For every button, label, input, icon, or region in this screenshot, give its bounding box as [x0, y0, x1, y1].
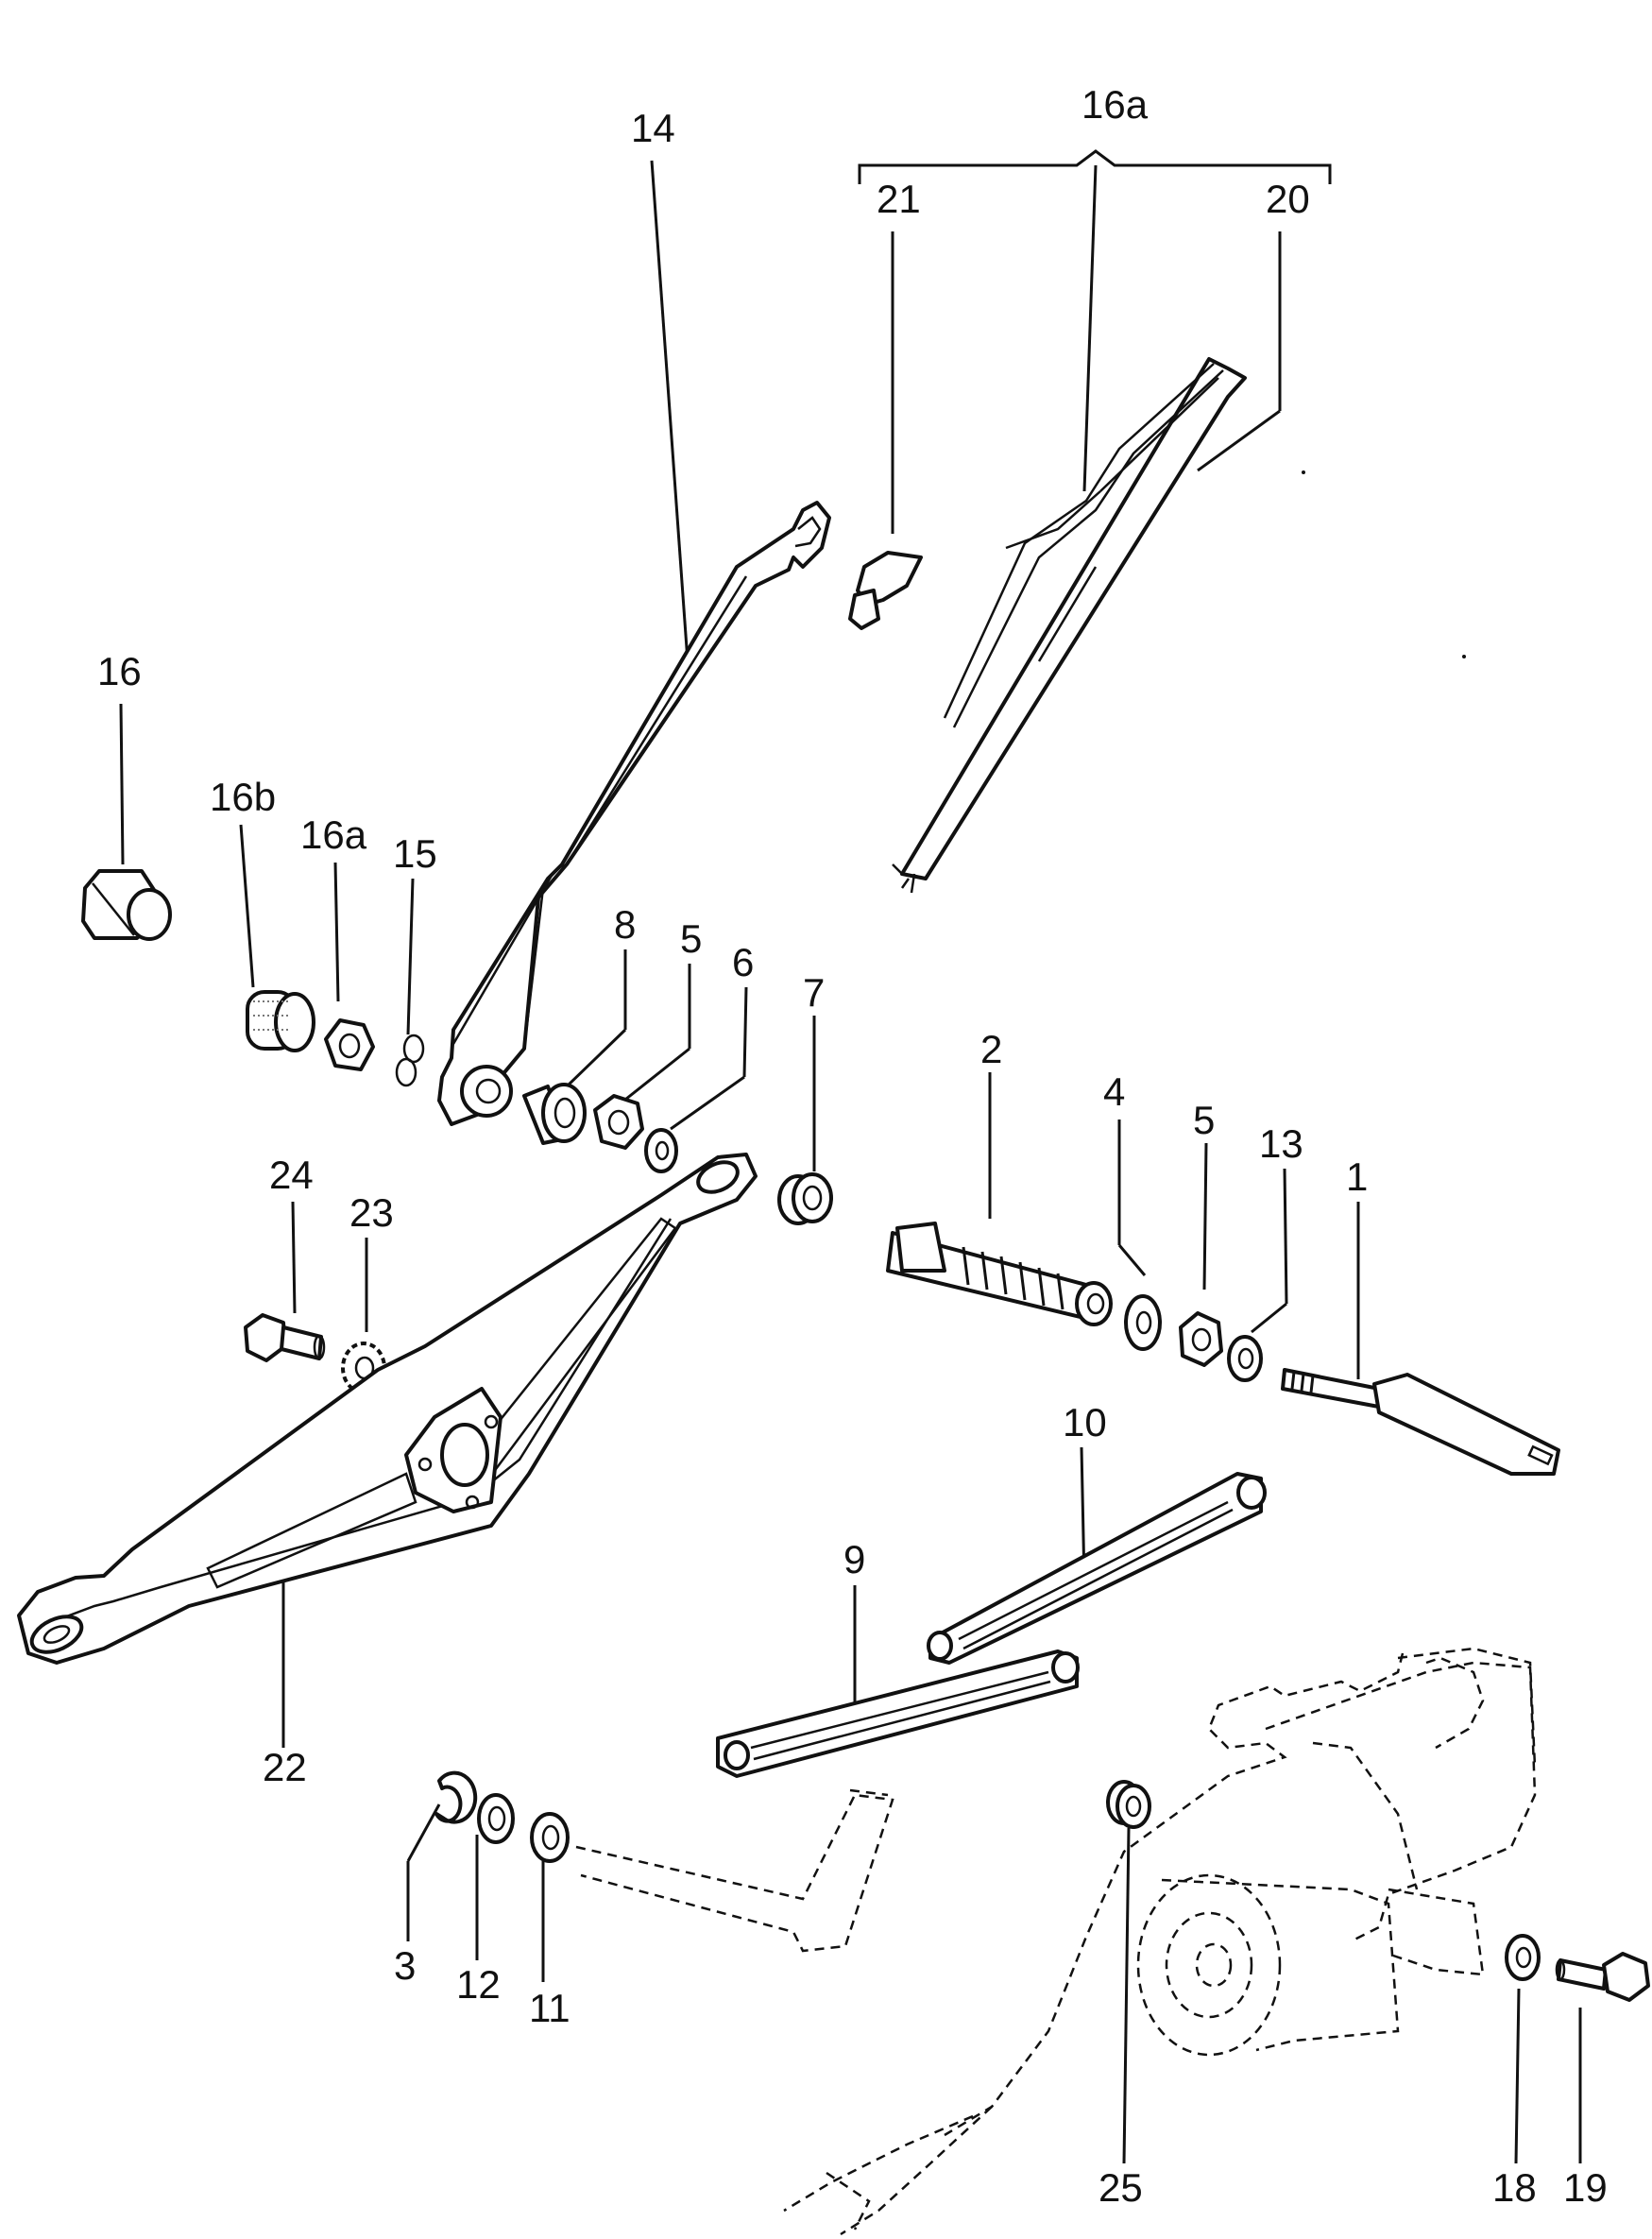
part-15-spring-washer — [395, 1034, 425, 1087]
callout-23: 25 — [1098, 2165, 1143, 2210]
callout-24: 18 — [1492, 2165, 1537, 2210]
part-6-washer — [644, 1128, 678, 1173]
callout-20: 22 — [263, 1745, 307, 1789]
part-8-bushing — [522, 1083, 587, 1145]
callout-16b: 16b — [210, 775, 276, 819]
callout-6: 6 — [732, 940, 754, 984]
callout-17: 16a — [1081, 82, 1149, 127]
scan-specks — [1302, 470, 1466, 658]
part-13-washer — [1227, 1335, 1263, 1382]
crank-shaft-dashed-outline — [575, 1788, 894, 1953]
callout-5-lower: 5 — [1193, 1098, 1215, 1142]
part-23-grommet — [1106, 1780, 1151, 1829]
part-7-grommet — [777, 1172, 833, 1225]
callout-7: 7 — [803, 970, 825, 1015]
part-9-link-rod — [716, 1649, 1080, 1778]
callout-labels: 16a 14 21 20 16 16b 16a 15 8 5 6 7 2 4 5… — [97, 82, 1608, 2210]
callout-4: 4 — [1103, 1069, 1125, 1114]
part-12-washer — [477, 1793, 515, 1844]
callout-14: 14 — [631, 106, 675, 150]
callout-12: 12 — [456, 1962, 501, 2007]
callout-16: 16 — [97, 649, 142, 693]
part-4-washer — [1124, 1294, 1162, 1351]
callout-11: 11 — [529, 1986, 571, 2030]
part-3-circlip — [434, 1770, 478, 1824]
part-11-washer — [530, 1812, 570, 1863]
callout-18: 20 — [1266, 177, 1310, 221]
part-5-nut-lower — [1179, 1311, 1223, 1367]
callout-1: 1 — [1346, 1154, 1368, 1199]
part-24-washer — [1505, 1934, 1541, 1981]
part-2-spindle-shaft — [886, 1222, 1113, 1326]
part-1-crank-lever — [1281, 1368, 1560, 1476]
callout-8: 8 — [614, 902, 636, 947]
part-17-18-wiper-blade — [892, 357, 1247, 894]
part-10-link-rod — [927, 1472, 1267, 1665]
callout-25: 19 — [1563, 2165, 1608, 2210]
part-16b-bushing — [246, 990, 315, 1052]
callout-3: 3 — [394, 1943, 416, 1988]
part-16a-nut — [324, 1018, 375, 1071]
part-22-bolt — [244, 1313, 326, 1362]
part-5-nut-upper — [593, 1094, 644, 1150]
part-16-cap-nut — [81, 869, 172, 941]
part-25-bolt — [1555, 1952, 1650, 2002]
callout-19: 21 — [877, 177, 921, 221]
callout-13: 13 — [1259, 1121, 1303, 1166]
callout-21: 23 — [349, 1190, 394, 1235]
callout-16a: 16a — [300, 812, 367, 857]
part-14-wiper-arm — [437, 501, 831, 1126]
callout-10: 10 — [1063, 1400, 1107, 1444]
callout-15: 15 — [393, 831, 437, 876]
part-20-frame — [17, 1153, 758, 1665]
callout-5-upper: 5 — [680, 916, 702, 961]
callout-9: 9 — [843, 1537, 865, 1581]
part-19-clip — [848, 551, 923, 630]
wiper-motor-dashed-outline — [783, 1647, 1537, 2236]
callout-22: 24 — [269, 1153, 314, 1197]
callout-2: 2 — [980, 1027, 1002, 1071]
